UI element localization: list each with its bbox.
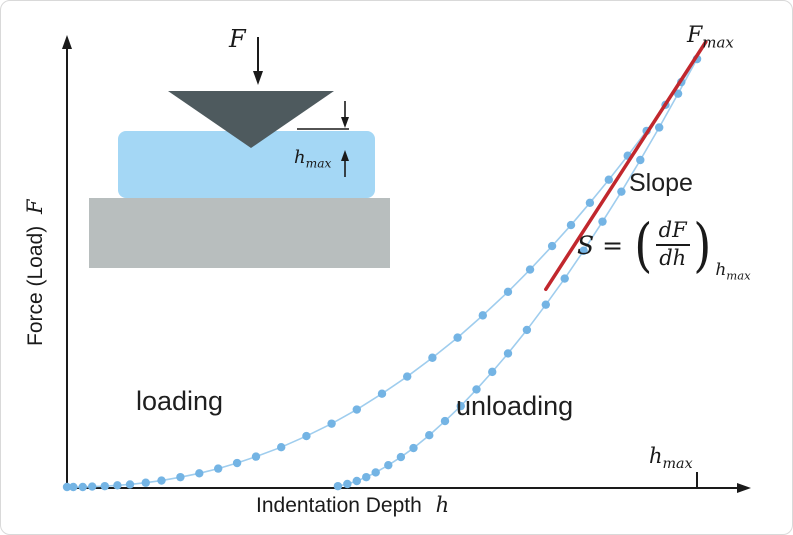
loading-point bbox=[547, 241, 557, 251]
slope-label: Slope bbox=[629, 169, 693, 197]
unloading-point bbox=[560, 274, 569, 283]
unloading-point bbox=[371, 468, 380, 477]
loading-point bbox=[62, 482, 72, 492]
loading-point bbox=[604, 175, 613, 184]
inset-h-max-sub: max bbox=[305, 156, 332, 171]
force-arrow-icon bbox=[253, 71, 263, 85]
f-max-label: Fmax bbox=[687, 23, 734, 51]
axes bbox=[62, 35, 751, 493]
loading-point bbox=[232, 458, 242, 468]
loading-point bbox=[503, 287, 513, 297]
unloading-point bbox=[673, 89, 683, 98]
unloading-point bbox=[396, 452, 406, 462]
y-axis-label: Force (Load) F bbox=[23, 199, 48, 346]
unloading-point bbox=[456, 401, 465, 411]
loading-point bbox=[352, 405, 361, 414]
unloading-point bbox=[333, 481, 343, 491]
loading-label: loading bbox=[136, 386, 224, 416]
unloading-point bbox=[425, 431, 434, 440]
formula-lhs: S = bbox=[577, 230, 624, 260]
h-max-sub: max bbox=[662, 456, 693, 473]
formula-subscript-sub: max bbox=[726, 268, 751, 282]
unloading-point bbox=[503, 349, 513, 358]
loading-point bbox=[214, 464, 223, 473]
loading-point bbox=[78, 482, 87, 492]
unloading-point bbox=[384, 460, 393, 470]
loading-point bbox=[327, 419, 336, 428]
unloading-label: unloading bbox=[456, 391, 574, 421]
y-axis-variable: F bbox=[23, 199, 47, 214]
unloading-point bbox=[343, 479, 352, 489]
unloading-point bbox=[522, 325, 532, 335]
slope-tangent-line bbox=[544, 40, 708, 292]
loading-point bbox=[377, 389, 387, 398]
loading-point bbox=[195, 469, 204, 478]
unloading-point bbox=[655, 123, 664, 132]
unloading-point bbox=[636, 155, 645, 165]
loading-point bbox=[428, 353, 437, 362]
unloading-point bbox=[352, 476, 361, 486]
loading-point bbox=[525, 265, 535, 274]
loading-curve bbox=[67, 58, 698, 488]
unloading-point bbox=[541, 300, 550, 309]
loading-point bbox=[125, 480, 135, 489]
loading-point bbox=[69, 482, 78, 492]
loading-point bbox=[566, 220, 576, 230]
loading-point bbox=[585, 198, 595, 208]
loading-point bbox=[478, 311, 487, 320]
loading-point bbox=[403, 372, 412, 381]
y-axis-label-text: Force (Load) bbox=[24, 225, 47, 346]
formula-close-paren: ) bbox=[692, 211, 712, 279]
indenter-tip bbox=[168, 91, 334, 148]
unloading-point bbox=[409, 443, 418, 453]
loading-point bbox=[88, 482, 97, 491]
unloading-point bbox=[440, 416, 450, 426]
unloading-point bbox=[472, 385, 481, 394]
unloading-point bbox=[598, 217, 607, 226]
plot-layer bbox=[62, 40, 708, 492]
loading-point bbox=[141, 478, 150, 487]
slope-formula: S = ( dF dh ) hmax bbox=[577, 203, 751, 287]
depth-arrow-down-icon bbox=[341, 117, 349, 128]
unloading-point bbox=[617, 187, 626, 196]
formula-fraction: dF dh bbox=[655, 219, 690, 270]
unloading-point bbox=[362, 472, 371, 482]
formula-open-paren: ( bbox=[634, 211, 653, 279]
x-axis-arrow-icon bbox=[737, 483, 751, 493]
formula-denominator: dh bbox=[659, 246, 687, 270]
sample-block bbox=[118, 131, 375, 198]
formula-numerator: dF bbox=[655, 219, 690, 246]
formula-subscript: hmax bbox=[715, 260, 750, 282]
loading-point bbox=[251, 452, 261, 461]
loading-point bbox=[157, 476, 166, 485]
substrate-block bbox=[89, 198, 390, 268]
y-axis-arrow-icon bbox=[62, 35, 72, 49]
loading-point bbox=[302, 431, 311, 441]
inset-h-max-base: h bbox=[294, 147, 306, 168]
inset-force-label: F bbox=[229, 25, 246, 53]
loading-point bbox=[113, 481, 122, 490]
loading-point bbox=[100, 481, 110, 491]
x-axis-variable: h bbox=[435, 493, 450, 517]
loading-point bbox=[277, 442, 286, 452]
unloading-point bbox=[579, 246, 588, 255]
loading-point bbox=[453, 333, 462, 342]
f-max-sub: max bbox=[702, 33, 734, 52]
x-axis-label: Indentation Depth h bbox=[256, 493, 449, 518]
depth-arrow-up-icon bbox=[341, 150, 349, 161]
formula-subscript-base: h bbox=[715, 259, 727, 280]
loading-point bbox=[176, 472, 185, 482]
x-axis-label-text: Indentation Depth bbox=[256, 494, 422, 517]
h-max-axis-label: hmax bbox=[649, 444, 693, 472]
h-max-base: h bbox=[649, 444, 663, 468]
f-max-base: F bbox=[687, 23, 703, 48]
inset-diagram bbox=[89, 37, 390, 268]
inset-h-max-label: hmax bbox=[294, 147, 331, 171]
unloading-point bbox=[488, 367, 497, 377]
